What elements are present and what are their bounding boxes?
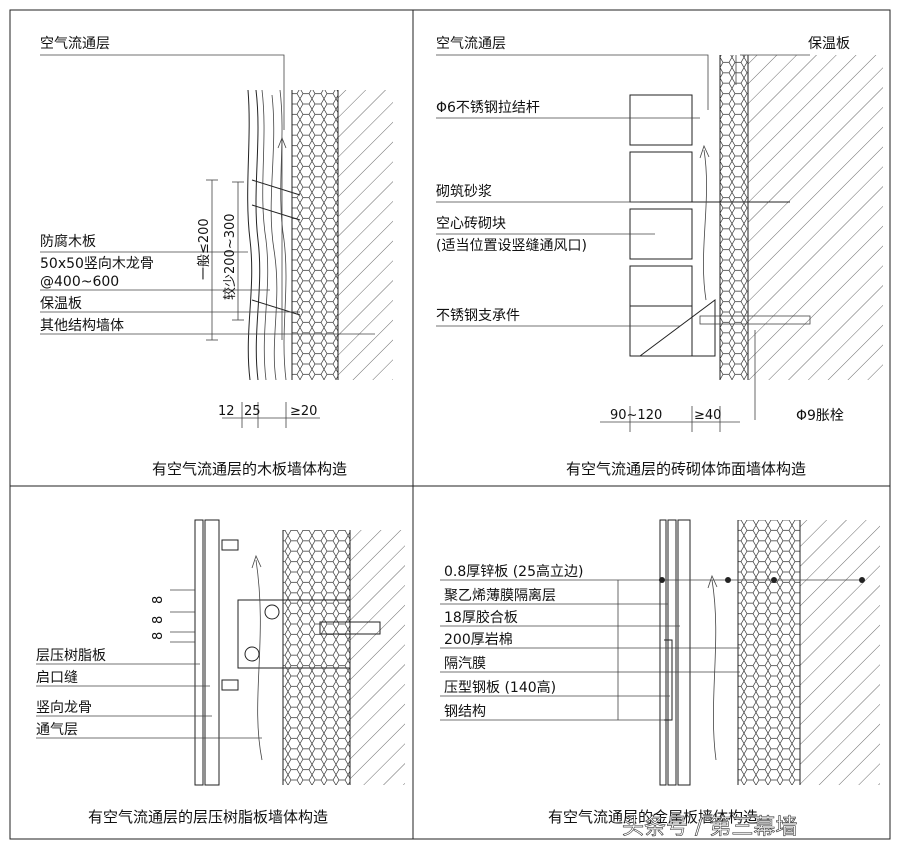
label-rock-wool: 200厚岩棉: [444, 631, 513, 648]
insulation-layer: [720, 55, 748, 380]
label-vapor: 隔汽膜: [444, 656, 486, 672]
outer-frame: [9, 9, 891, 840]
support-bracket: [638, 299, 716, 357]
panel-wood-board: 一般≤200 较少200~300 12 25 ≥20 空气流通层 防腐木板 50…: [40, 36, 393, 478]
structure-wall-bl: [350, 530, 405, 785]
dim-12: 12: [218, 404, 235, 419]
label-air-layer: 空气流通层: [40, 36, 110, 52]
dim-25: 25: [244, 404, 261, 419]
label-insulation-board: 保温板: [808, 36, 850, 52]
dim-brick: 90~120: [610, 408, 662, 423]
label-tie-rod: Φ6不锈钢拉结杆: [436, 100, 540, 116]
panel-brick-masonry: 90~120 ≥40 Φ9胀栓 空气流通层 保温板 Φ6不锈钢拉结杆 砌筑砂浆 …: [436, 36, 883, 478]
label-vertical-keel: 竖向龙骨: [36, 700, 92, 716]
panel-resin-board: 8 8 8 层压树脂板 启口缝 竖向龙骨 通气层 有空气流通层的层压树脂板墙体构…: [36, 519, 405, 826]
label-spacing: @400~600: [40, 274, 119, 290]
dim-8-a: 8: [151, 596, 166, 604]
watermark: 头条号 / 第三幕墙: [622, 815, 797, 840]
structure-bg-br: [800, 520, 880, 785]
caption-wood: 有空气流通层的木板墙体构造: [152, 460, 347, 478]
label-wood-keel: 50x50竖向木龙骨: [40, 256, 154, 272]
caption-brick: 有空气流通层的砖砌体饰面墙体构造: [566, 460, 806, 478]
anchor-bolt: [699, 315, 811, 325]
caption-metal: 有空气流通层的金属板墙体构造: [548, 808, 758, 826]
label-zinc: 0.8厚锌板 (25高立边): [444, 563, 583, 580]
dim-8-b: 8: [151, 616, 166, 624]
vertical-keel: [204, 519, 220, 786]
dim-ge40: ≥40: [694, 408, 721, 423]
structure-wall: [338, 90, 393, 380]
label-wood-board: 防腐木板: [40, 233, 96, 250]
label-vent: (适当位置设竖缝通风口): [436, 238, 587, 254]
label-vent-layer: 通气层: [36, 722, 78, 738]
label-support: 不锈钢支承件: [436, 308, 520, 324]
concrete-wall: [748, 55, 883, 380]
dim-general: 一般≤200: [196, 218, 212, 280]
label-mortar: 砌筑砂浆: [436, 184, 492, 200]
label-plywood: 18厚胶合板: [444, 609, 518, 626]
dim-less: 较少200~300: [223, 213, 238, 300]
label-joint: 启口缝: [36, 670, 78, 686]
insulation-board: [292, 90, 338, 380]
label-hollow-brick: 空心砖砌块: [436, 216, 506, 232]
panel-metal-board: 0.8厚锌板 (25高立边) 聚乙烯薄膜隔离层 18厚胶合板 200厚岩棉 隔汽…: [440, 519, 880, 826]
caption-resin: 有空气流通层的层压树脂板墙体构造: [88, 808, 328, 826]
label-air-layer-2: 空气流通层: [436, 36, 506, 52]
rock-wool: [738, 520, 800, 785]
label-bolt: Φ9胀栓: [796, 408, 844, 424]
insulation-bl: [283, 530, 350, 785]
dim-ge20: ≥20: [290, 404, 317, 419]
dim-8-c: 8: [151, 632, 166, 640]
label-insulation: 保温板: [40, 296, 82, 312]
label-pe-film: 聚乙烯薄膜隔离层: [444, 587, 556, 604]
label-structure-wall: 其他结构墙体: [40, 318, 124, 334]
hollow-brick-stack: [629, 94, 693, 357]
label-steel-structure: 钢结构: [444, 704, 486, 720]
wood-board: [247, 89, 253, 381]
label-resin-board: 层压树脂板: [36, 648, 106, 664]
label-steel-deck: 压型钢板 (140高): [444, 679, 556, 696]
resin-board: [194, 519, 204, 786]
